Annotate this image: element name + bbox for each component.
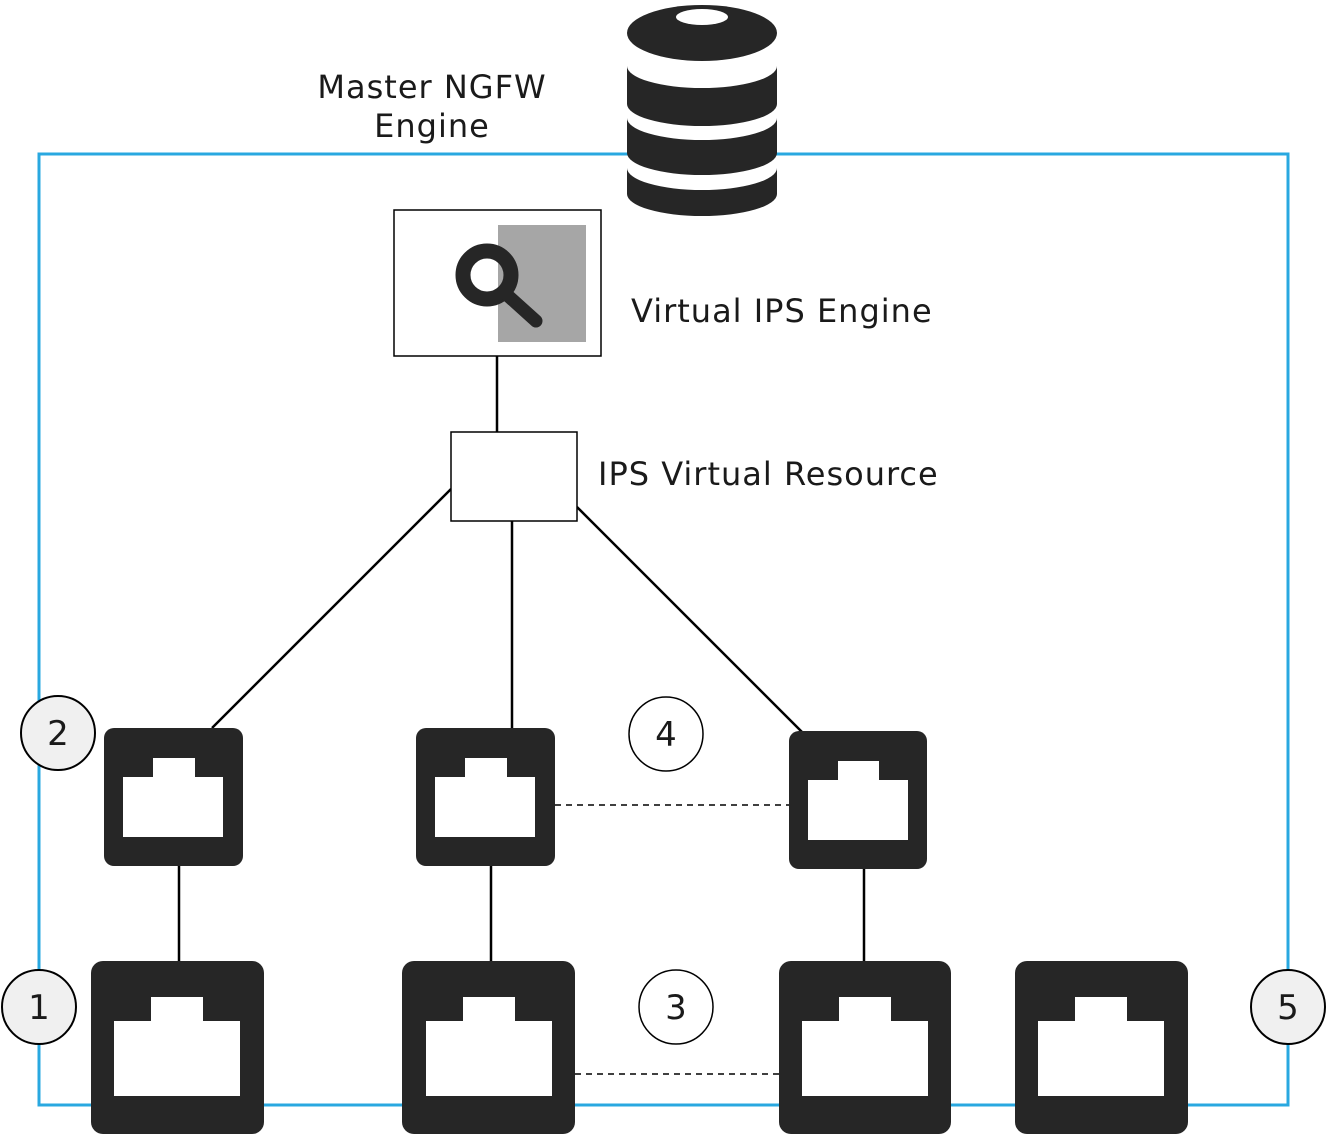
ips-virtual-resource-label: IPS Virtual Resource: [598, 455, 939, 493]
callout-2: 2: [20, 695, 96, 771]
virtual-port-left: [104, 728, 243, 866]
callout-1-text: 1: [28, 988, 50, 1028]
connections: [177, 356, 866, 961]
callout-3-text: 3: [665, 988, 687, 1028]
callout-1: 1: [1, 969, 77, 1045]
callout-4-text: 4: [655, 715, 677, 755]
master-engine-label-line1: Master NGFW: [317, 68, 546, 106]
line-resource-to-port-left: [211, 488, 452, 729]
callout-2-text: 2: [47, 714, 69, 754]
callout-3: 3: [638, 969, 714, 1045]
physical-port-2: [402, 961, 575, 1134]
callout-5: 5: [1250, 969, 1326, 1045]
database-stack-icon: [627, 5, 777, 216]
callout-5-text: 5: [1277, 988, 1299, 1028]
physical-port-1: [91, 961, 264, 1134]
master-engine-label-line2: Engine: [374, 107, 490, 145]
virtual-port-middle: [416, 728, 555, 866]
ips-virtual-resource: [450, 431, 578, 522]
callout-4: 4: [628, 696, 704, 772]
dashed-links: [555, 804, 789, 1075]
line-resource-to-port-right: [576, 506, 804, 734]
virtual-ips-engine-label: Virtual IPS Engine: [631, 292, 933, 330]
magnifier-icon: [455, 243, 543, 328]
physical-port-4: [1015, 961, 1188, 1134]
virtual-ips-engine: [393, 209, 602, 357]
virtual-port-right: [789, 731, 927, 869]
physical-port-3: [779, 961, 951, 1134]
